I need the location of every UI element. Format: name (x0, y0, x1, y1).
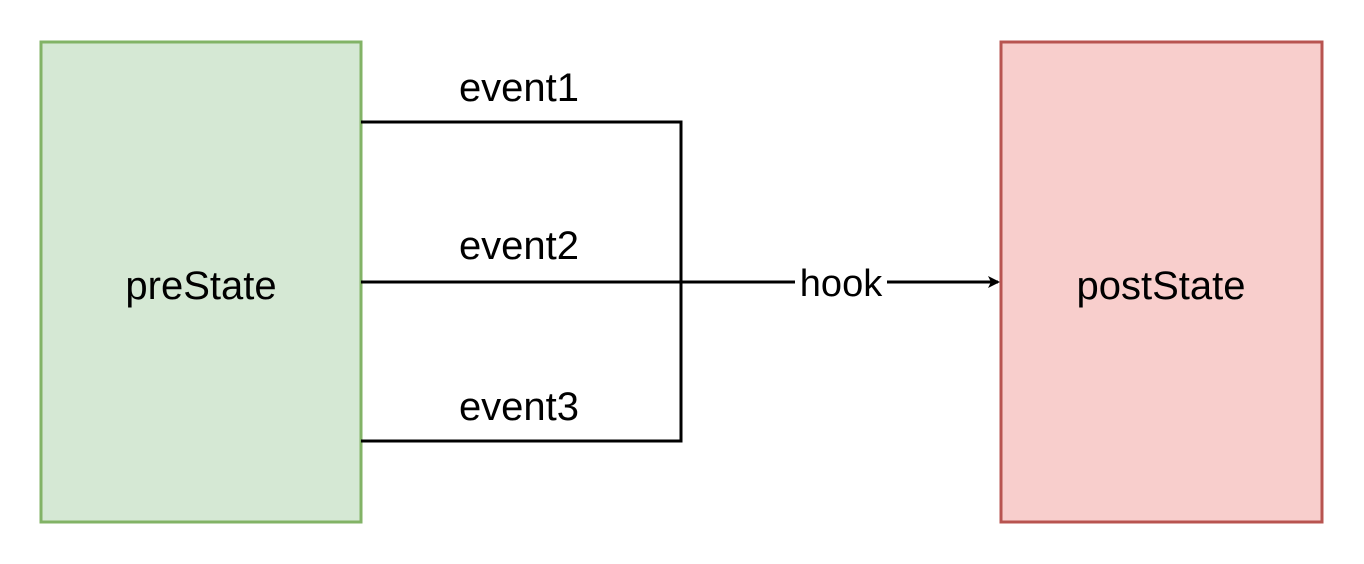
event3-label: event3 (459, 385, 579, 429)
event1-line (361, 120, 683, 282)
event1-edge[interactable]: event1 (361, 66, 683, 282)
event2-label: event2 (459, 224, 579, 268)
event3-edge[interactable]: event3 (361, 282, 683, 443)
event2-edge[interactable]: event2 (361, 224, 681, 284)
poststate-label: postState (1076, 264, 1245, 308)
prestate-box (39, 40, 363, 524)
poststate-box (999, 40, 1324, 524)
hook-label: hook (800, 263, 883, 305)
event3-line (361, 282, 683, 443)
event1-label: event1 (459, 66, 579, 110)
hook-edge[interactable]: hook (681, 263, 1000, 305)
prestate-label: preState (125, 264, 276, 308)
poststate-node[interactable]: postState (999, 40, 1324, 524)
prestate-node[interactable]: preState (39, 40, 363, 524)
